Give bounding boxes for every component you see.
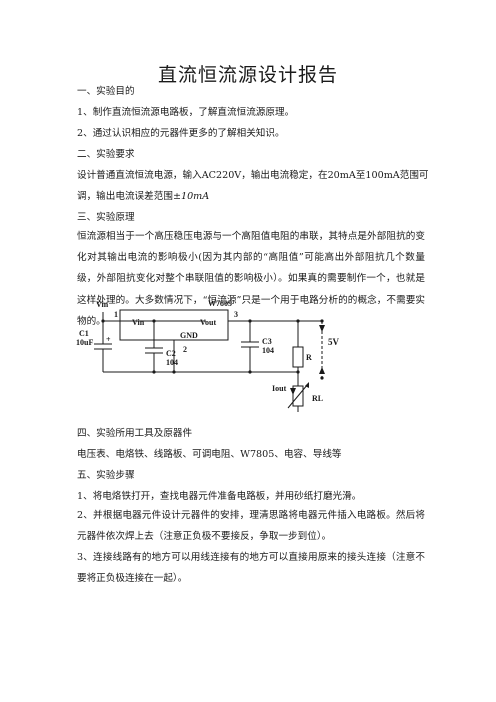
chip-gnd-label: GND [180, 331, 198, 340]
resistor-r [292, 346, 304, 368]
rl-arrowhead-icon [305, 382, 309, 388]
step-item-2: 2、并根据电器元件设计元器件的安排，理清思路将电器元件插入电路板。然后将元器件依… [77, 510, 425, 543]
iout-arrow-icon [290, 388, 296, 395]
section-heading-purpose: 一、实验目的 [77, 86, 135, 97]
requirements-text-line-2: 调，输出电流误差范围±10mA [77, 190, 209, 203]
pin1-label: 1 [114, 310, 118, 319]
output-arrow-icon [319, 325, 325, 332]
c1-value-label: 10uF [76, 338, 93, 347]
rl-variable-arrow [287, 383, 309, 409]
chip-vout-label: Vout [200, 318, 216, 327]
c1-plus-label: + [106, 335, 111, 344]
purpose-item-1: 1、制作直流恒流源电路板，了解直流恒流源原理。 [77, 107, 295, 118]
c2-value-label: 104 [166, 358, 178, 367]
c3-name-label: C3 [262, 337, 272, 346]
circuit-diagram: Vin W7805 Vin Vout GND 1 3 2 C1 + 10uF C… [76, 299, 340, 412]
section-heading-tools: 四、实验所用工具及原器件 [77, 428, 193, 439]
principle-paragraph: 恒流源相当于一个高压稳压电源与一个高阻值电阻的串联，其特点是外部阻抗的变化对其输… [77, 231, 425, 327]
requirements-text-line-1: 设计普通直流恒流电源，输入AC220V，输出电流稳定，在20mA至100mA范围… [77, 170, 429, 181]
pin2-label: 2 [183, 345, 187, 354]
c1-name-label: C1 [79, 329, 89, 338]
iout-label: Iout [272, 384, 287, 393]
chip-vin-label: Vin [132, 318, 145, 327]
c2-name-label: C2 [166, 349, 176, 358]
step-item-3: 3、连接线路有的地方可以用线连接有的地方可以直接用原来的接头连接（注意不要将正负… [77, 552, 425, 585]
purpose-item-2: 2、通过认识相应的元器件更多的了解相关知识。 [77, 128, 285, 139]
section-heading-requirements: 二、实验要求 [77, 149, 135, 160]
r-label: R [306, 353, 312, 362]
requirements-text-prefix: 调，输出电流误差范围 [77, 191, 173, 202]
section-heading-steps: 五、实验步骤 [77, 470, 135, 481]
c3-value-label: 104 [262, 346, 274, 355]
step-item-1: 1、将电烙铁打开，查找电器元件准备电路板，并用砂纸打磨光滑。 [77, 491, 362, 502]
current-error-range: ±10mA [172, 191, 210, 202]
section-heading-principle: 三、实验原理 [77, 212, 135, 223]
vin-label: Vin [96, 300, 109, 309]
output-arrow-bottom-icon [319, 367, 325, 374]
chip-label: W7805 [208, 299, 232, 308]
output-voltage-label: 5V [328, 337, 340, 347]
tools-list: 电压表、电烙铁、线路板、可调电阻、W7805、电容、导线等 [77, 449, 342, 460]
page-title: 直流恒流源设计报告 [157, 64, 338, 86]
rl-label: RL [312, 394, 323, 403]
pin3-label: 3 [234, 310, 238, 319]
